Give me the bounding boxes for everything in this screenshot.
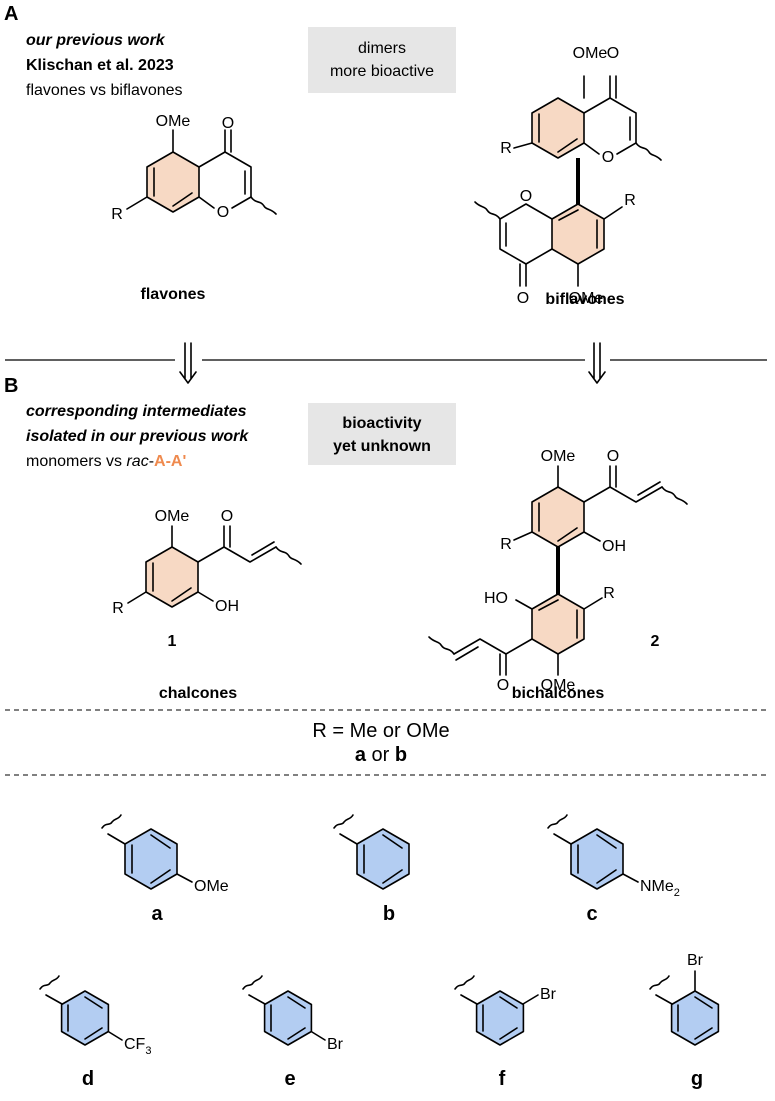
chalcone-oh: OH — [215, 598, 239, 615]
substituent-c-nme2: NMe2 — [640, 878, 680, 899]
retro-arrow-right — [588, 342, 606, 384]
panel-a-box-line1: dimers — [358, 40, 406, 57]
chalcone-number: 1 — [168, 633, 177, 650]
label-d: d — [82, 1068, 94, 1090]
chalcone-r: R — [112, 600, 124, 617]
bichalcones-name: bichalcones — [512, 685, 605, 702]
biflavone-bottom-r: R — [624, 192, 636, 209]
panel-b-letter: B — [4, 375, 18, 397]
panel-a-letter: A — [4, 3, 18, 25]
substituent-a-ome: OMe — [194, 878, 229, 895]
substituent-f-br: Br — [540, 986, 557, 1003]
substituent-f: Br — [454, 975, 557, 1046]
biflavone-bottom-ring-o: O — [520, 188, 532, 205]
label-c: c — [586, 903, 597, 925]
biflavone-top-carbonyl-o: O — [607, 45, 619, 62]
bichalcone-top-carbonyl-o: O — [607, 448, 619, 465]
substituent-a: OMe — [101, 814, 229, 895]
label-a: a — [151, 903, 163, 925]
chalcone-carbonyl-o: O — [221, 508, 233, 525]
biflavones-name: biflavones — [545, 291, 624, 308]
retro-arrow-left — [179, 342, 197, 384]
panel-a-highlight-box — [308, 27, 456, 93]
bichalcone-top-oh: OH — [602, 538, 626, 555]
panel-a-box-line2: more bioactive — [330, 63, 434, 80]
r-definition: R = Me or OMe — [312, 720, 449, 742]
bichalcone-bottom-r: R — [603, 585, 615, 602]
substituent-e-br: Br — [327, 1036, 344, 1053]
chalcone-ome: OMe — [155, 508, 190, 525]
substituent-d: CF3 — [39, 975, 151, 1057]
label-b: b — [383, 903, 395, 925]
flavone-ome-label: OMe — [156, 113, 191, 130]
panel-a-subtitle: flavones vs biflavones — [26, 82, 183, 99]
bichalcone-bottom-ome: OMe — [541, 677, 576, 694]
substituent-g-br: Br — [687, 952, 704, 969]
panel-b-box-line2: yet unknown — [333, 438, 431, 455]
panel-b-subtitle: monomers vs rac-A-A' — [26, 453, 186, 470]
biflavone-top-ome: OMe — [573, 45, 608, 62]
bichalcone-bottom-ho: HO — [484, 590, 508, 607]
bichalcone-top-ome: OMe — [541, 448, 576, 465]
substituent-b — [333, 814, 410, 890]
panel-a-heading: our previous work — [26, 32, 166, 49]
flavones-name: flavones — [141, 286, 206, 303]
chalcone-structure: OMe O OH R — [112, 508, 302, 617]
flavone-structure: OMe O O R — [111, 113, 277, 223]
panel-b-heading-line2: isolated in our previous work — [26, 428, 249, 445]
flavone-carbonyl-o: O — [222, 115, 234, 132]
flavone-ring-o: O — [217, 204, 229, 221]
panel-b-box-line1: bioactivity — [342, 415, 421, 432]
bichalcone-top-r: R — [500, 536, 512, 553]
panel-b-heading-line1: corresponding intermediates — [26, 403, 247, 420]
substituent-c: NMe2 — [547, 814, 680, 899]
substituent-d-cf3: CF3 — [124, 1036, 151, 1057]
bichalcone-bottom-carbonyl-o: O — [497, 677, 509, 694]
substituent-e: Br — [242, 975, 344, 1053]
biflavone-bottom-carbonyl-o: O — [517, 290, 529, 307]
label-g: g — [691, 1068, 703, 1090]
label-f: f — [499, 1068, 506, 1090]
bichalcone-number: 2 — [651, 633, 660, 650]
substituent-g: Br — [649, 952, 720, 1046]
panel-b-highlight-box — [308, 403, 456, 465]
biflavone-bottom-ome: OMe — [569, 290, 604, 307]
flavone-r-label: R — [111, 206, 123, 223]
panel-a-citation: Klischan et al. 2023 — [26, 57, 174, 74]
biflavone-top-r: R — [500, 140, 512, 157]
bichalcone-structure: OMe O OH R HO R O OMe — [428, 448, 688, 694]
substituent-choice: a or b — [355, 744, 407, 766]
chalcones-name: chalcones — [159, 685, 237, 702]
biflavone-top-ring-o: O — [602, 149, 614, 166]
biflavone-structure: OMe O O R O O OMe R — [474, 45, 662, 307]
label-e: e — [284, 1068, 295, 1090]
